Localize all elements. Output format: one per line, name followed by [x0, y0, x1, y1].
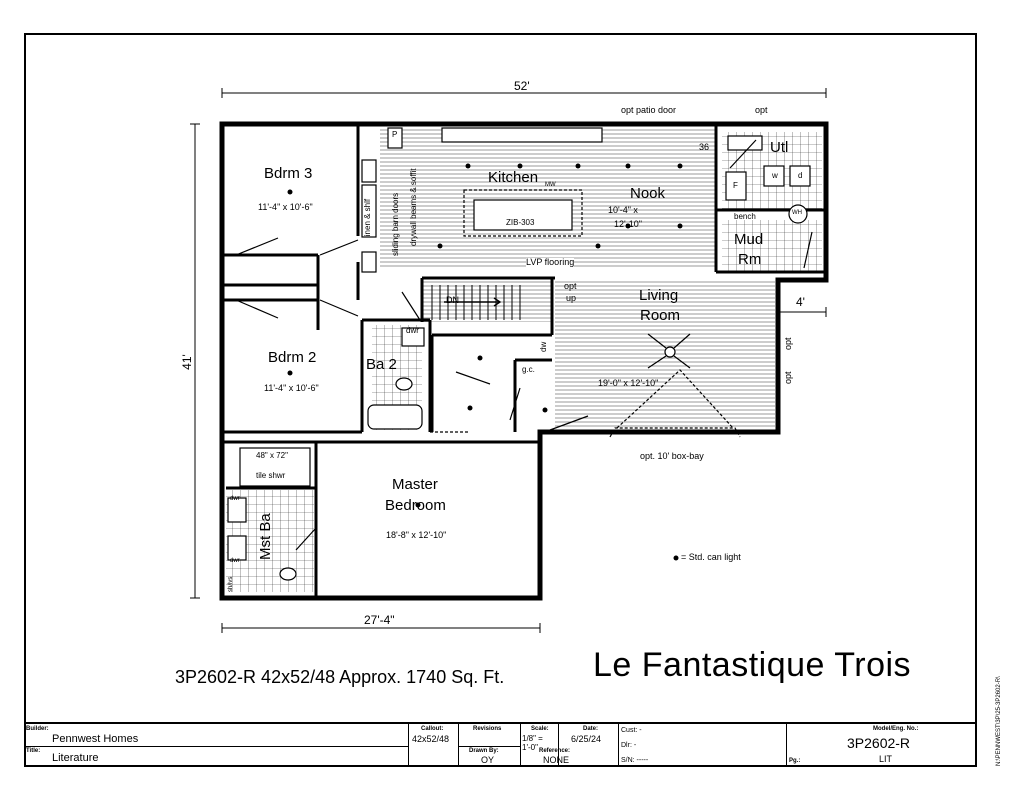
master-name-2: Bedroom: [385, 497, 446, 514]
dimension-lines: [190, 88, 827, 633]
stair-down-note: DN: [446, 295, 459, 305]
opt-patio-door-note: opt patio door: [621, 105, 677, 115]
nook-name: Nook: [630, 185, 666, 202]
builder-value: Pennwest Homes: [52, 733, 139, 745]
file-path-side-text: N:\PENNWEST\3P\25-3P2602-R\: [996, 676, 1002, 766]
box-bay-note: opt. 10' box-bay: [640, 451, 704, 461]
island-model-note: ZIB-303: [506, 218, 535, 227]
opt-right-1: opt: [783, 337, 793, 350]
dwr-ba2-note: dwr: [406, 326, 419, 335]
mstba-name: Mst Ba: [257, 513, 274, 560]
bump-out-label: 4': [796, 295, 805, 309]
overall-depth-label: 41': [179, 354, 194, 370]
lvp-flooring-note: LVP flooring: [526, 257, 575, 267]
bath-fixtures: [227, 135, 811, 581]
overall-width-label: 52': [514, 79, 530, 93]
water-heater-note: WH: [792, 210, 802, 216]
nook-size-2: 12'-10": [614, 219, 642, 229]
bdrm2-size: 11'-4" x 10'-6": [264, 383, 319, 393]
model-number: 3P2602-R: [847, 735, 911, 751]
master-size: 18'-8" x 12'-10": [386, 530, 447, 540]
pantry-note: P: [392, 130, 398, 139]
linen-note: linen & shlf: [363, 198, 372, 238]
kitchen-name: Kitchen: [488, 169, 539, 186]
tb-scale-cell: Scale: 1/8" = 1'-0": [521, 724, 559, 767]
lvs-note: sh/lvs: [228, 576, 234, 592]
opt-right-2: opt: [783, 371, 793, 384]
title-value: Literature: [52, 752, 99, 764]
dwr-mst-1: dwr: [230, 496, 240, 502]
plan-name: Le Fantastique Trois: [593, 646, 912, 684]
dw-note: dw: [539, 341, 548, 352]
can-lights: [287, 163, 683, 561]
tb-model-cell: Model/Eng. No.: 3P2602-R LIT Pg.:: [789, 726, 919, 764]
dryer-note: d: [798, 171, 803, 180]
mud-name-2: Rm: [738, 251, 762, 268]
utl-name: Utl: [770, 139, 789, 156]
door-swings: [235, 139, 813, 551]
furnace-note: F: [733, 181, 738, 190]
drywall-beams-note: drywall beams & soffit: [409, 168, 418, 246]
bdrm2-name: Bdrm 2: [268, 349, 317, 366]
interior-walls: [222, 124, 826, 598]
tb-revisions-cell: Revisions Drawn By: OY: [459, 724, 521, 767]
barn-doors-note: sliding barn doors: [391, 192, 400, 256]
kitchen-floor-hatch: [380, 127, 715, 267]
tb-builder-cell: Builder: Pennwest Homes Title: Literatur…: [24, 724, 409, 767]
tb-callout-cell: Callout: 42x52/48: [409, 724, 459, 767]
shower-size-note: 48" x 72": [256, 451, 288, 460]
living-size: 19'-0" x 12'-10": [598, 378, 659, 388]
wing-width-label: 27'-4": [364, 613, 395, 627]
bdrm3-name: Bdrm 3: [264, 165, 313, 182]
stairs: [431, 285, 521, 320]
tile-shower-note: tile shwr: [256, 471, 286, 480]
stair-hatch: [422, 280, 552, 322]
ceiling-fan-icon: [647, 333, 691, 369]
gc-note: g.c.: [522, 365, 535, 374]
dwr-mst-2: dwr: [230, 558, 240, 564]
bdrm3-size: 11'-4" x 10'-6": [258, 202, 313, 212]
opt-top-note: opt: [755, 105, 768, 115]
tb-customer-cell: Cust: - Dlr: - S/N: -----: [619, 724, 787, 767]
can-light-legend: = Std. can light: [681, 552, 741, 562]
living-floor-hatch: [555, 280, 775, 435]
master-name-1: Master: [392, 476, 438, 493]
living-name-1: Living: [639, 287, 679, 304]
nook-size-1: 10'-4" x: [608, 205, 638, 215]
exterior-walls: [219, 121, 829, 601]
bench-note: bench: [734, 212, 756, 221]
drawing-frame: [24, 33, 977, 767]
living-name-2: Room: [640, 307, 681, 324]
kitchen-cabinets: [361, 127, 603, 273]
model-summary: 3P2602-R 42x52/48 Approx. 1740 Sq. Ft.: [175, 667, 505, 687]
microwave-note: MW: [545, 182, 556, 188]
tb-date-cell: Date: 6/25/24 Reference: NONE: [539, 724, 619, 767]
up-note: up: [566, 293, 577, 303]
stair-dim-label: 36: [699, 142, 710, 152]
mud-name-1: Mud: [734, 231, 764, 248]
washer-note: w: [772, 171, 778, 180]
title-block: Builder: Pennwest Homes Title: Literatur…: [24, 722, 977, 767]
ba2-name: Ba 2: [366, 356, 397, 373]
opt-up-note: opt: [564, 281, 577, 291]
